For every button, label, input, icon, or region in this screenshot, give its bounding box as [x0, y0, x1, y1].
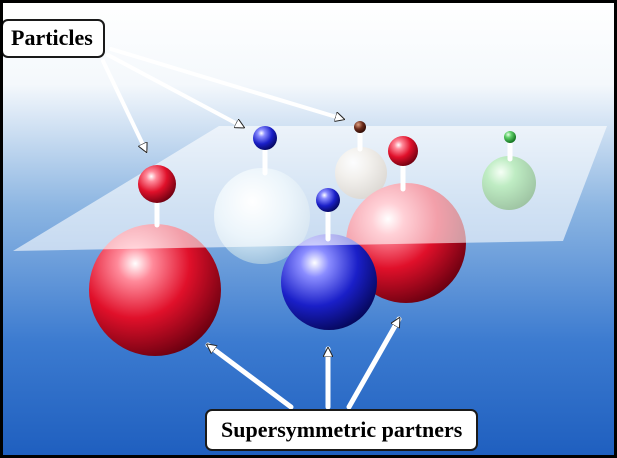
supersymmetry-illustration	[3, 3, 614, 455]
particle-stems	[154, 130, 513, 242]
blue-particle-2	[316, 188, 340, 212]
partners-arrows	[205, 319, 402, 410]
red-particle-2	[388, 136, 418, 166]
red-partner-large	[89, 224, 221, 356]
supersymmetric-partners-label: Supersymmetric partners	[205, 409, 479, 451]
blue-particle-1	[253, 126, 277, 150]
blue-partner	[281, 234, 377, 330]
green-particle	[504, 131, 516, 143]
particles-label: Particles	[3, 19, 105, 58]
particles-arrows	[101, 47, 343, 151]
red-particle-1	[138, 165, 176, 203]
brown-particle	[354, 121, 366, 133]
translucent-plane	[13, 126, 607, 251]
